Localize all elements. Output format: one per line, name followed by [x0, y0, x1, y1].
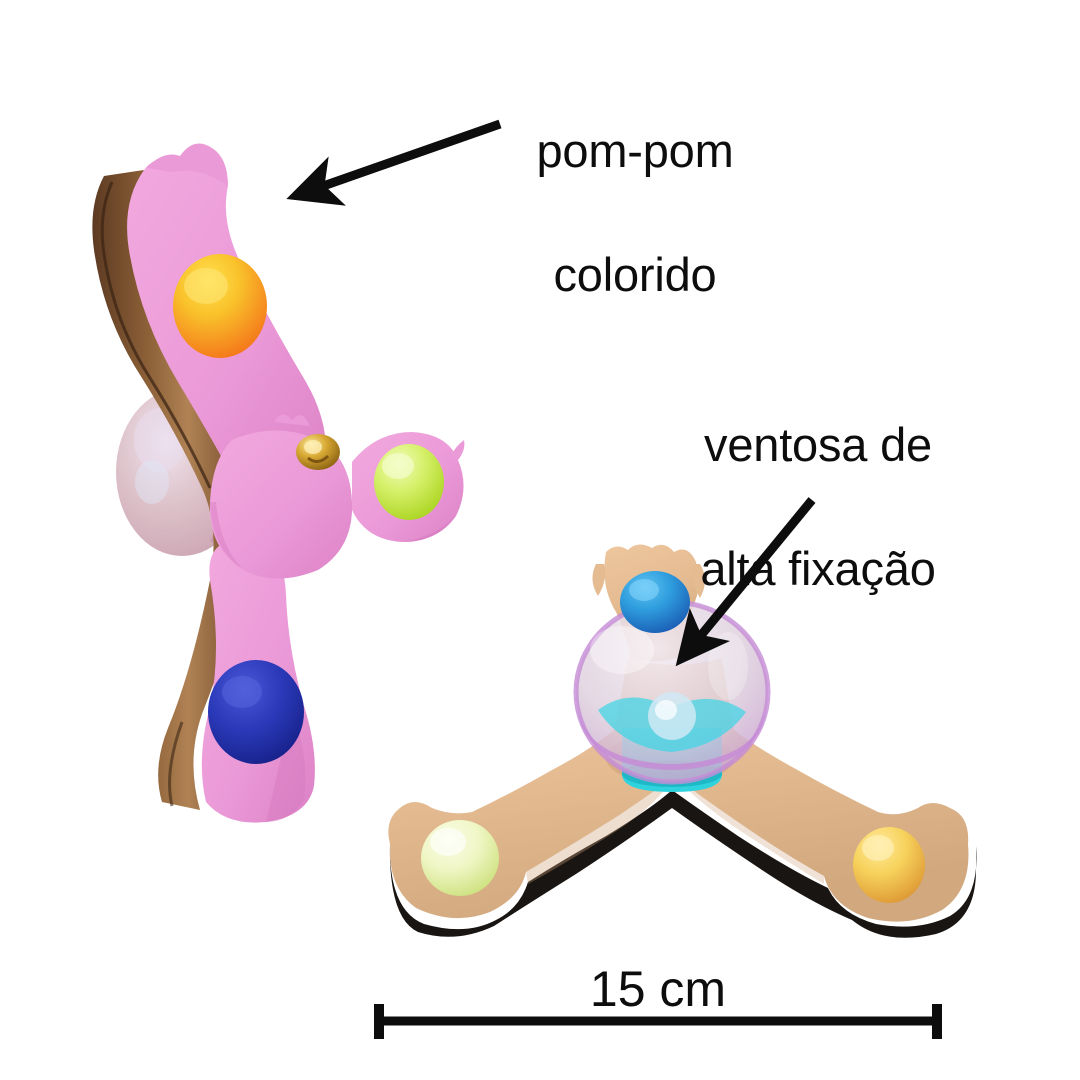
pink-spinner-graphic [92, 143, 465, 823]
pompom-lime [374, 444, 444, 520]
pompom-cream [421, 820, 499, 896]
product-wood-spinner [370, 540, 1000, 960]
wood-spinner-cut-edge [389, 790, 977, 938]
pink-spinner-hub [209, 414, 353, 579]
wood-spinner-graphic [388, 544, 977, 938]
pink-spinner-cut-edge [92, 170, 253, 810]
pompom-azure [620, 571, 690, 633]
annotation-label-pompom: pom-pom colorido [455, 58, 815, 306]
product-pink-spinner [60, 110, 480, 840]
annotation-label-ventosa: ventosa de alta fixação [608, 352, 1028, 600]
annotation-pompom-line1: pom-pom [536, 124, 734, 178]
brass-rivet [296, 434, 340, 470]
wood-spinner-body [388, 658, 969, 922]
pompom-orange [173, 254, 267, 358]
annotation-ventosa-line1: ventosa de [704, 418, 932, 472]
pompom-gold [853, 827, 925, 903]
dimension-label: 15 cm [589, 961, 727, 1017]
pompom-blue-deep [208, 660, 304, 764]
annotation-pompom-line2: colorido [553, 248, 717, 302]
annotation-ventosa-line2: alta fixação [700, 542, 936, 596]
